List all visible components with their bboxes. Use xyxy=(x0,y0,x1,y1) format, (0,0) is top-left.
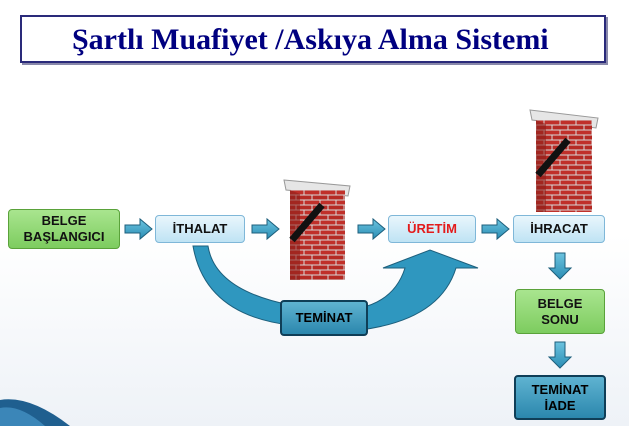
arrow-1 xyxy=(124,217,153,241)
ithalat-box: İTHALAT xyxy=(155,215,245,243)
arrow-down-2 xyxy=(547,341,573,369)
belge-baslangici-box: BELGE BAŞLANGICI xyxy=(8,209,120,249)
ihracat-label: İHRACAT xyxy=(530,221,588,236)
uretim-box: ÜRETİM xyxy=(388,215,476,243)
belge-baslangici-label: BELGE BAŞLANGICI xyxy=(23,213,105,244)
teminat-label: TEMİNAT xyxy=(295,310,353,325)
belge-sonu-box: BELGE SONU xyxy=(515,289,605,334)
page-title: Şartlı Muafiyet /Askıya Alma Sistemi xyxy=(72,23,549,56)
teminat-box: TEMİNAT xyxy=(280,300,368,336)
teminat-iade-box: TEMİNAT İADE xyxy=(514,375,606,420)
ihracat-box: İHRACAT xyxy=(513,215,605,243)
arrow-3 xyxy=(357,217,386,241)
brick-wall-icon xyxy=(283,179,351,280)
ithalat-label: İTHALAT xyxy=(172,221,228,236)
arrow-4 xyxy=(481,217,510,241)
belge-sonu-label: BELGE SONU xyxy=(537,295,583,327)
title-box: Şartlı Muafiyet /Askıya Alma Sistemi xyxy=(20,15,606,63)
teminat-iade-label: TEMİNAT İADE xyxy=(531,381,589,413)
arrow-2 xyxy=(251,217,280,241)
arrow-down-1 xyxy=(547,252,573,280)
brick-wall-icon xyxy=(529,109,599,212)
uretim-label: ÜRETİM xyxy=(407,221,457,236)
